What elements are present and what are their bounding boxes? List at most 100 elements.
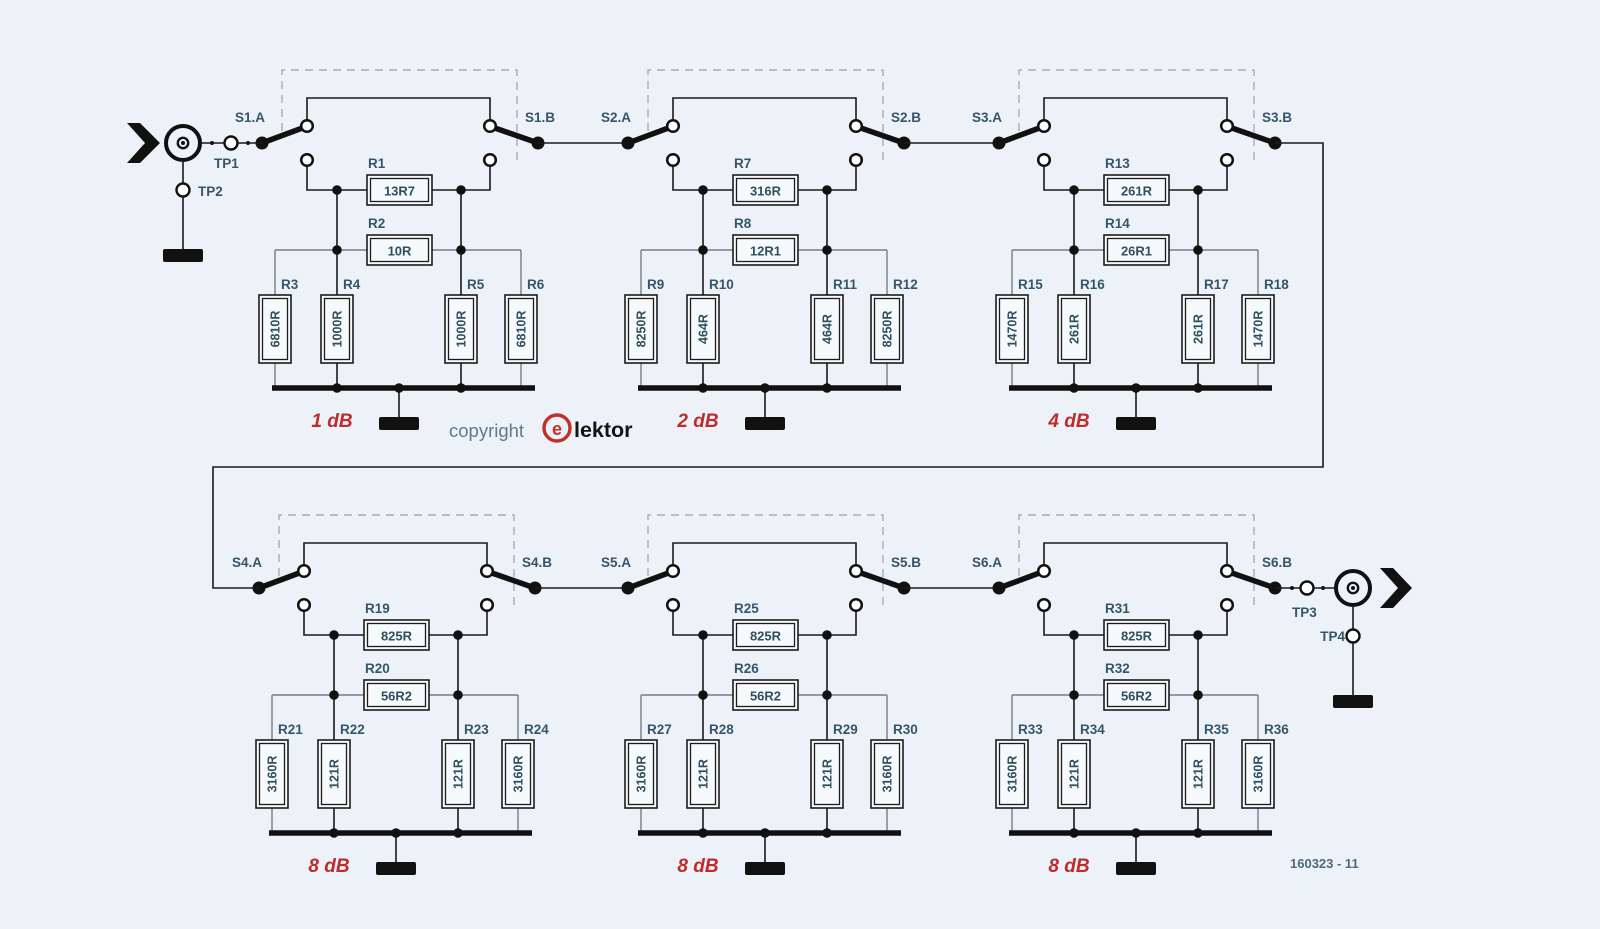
switch-contact <box>482 118 498 134</box>
bypass-wire <box>1043 97 1228 126</box>
tp3-label: TP3 <box>1292 605 1317 620</box>
junction-dot <box>329 828 339 838</box>
switch-gang-dashed-link <box>647 514 884 608</box>
junction-dot <box>391 828 401 838</box>
junction-dot <box>822 383 832 393</box>
resistor-box <box>686 294 720 364</box>
resistor-ref-label: R12 <box>893 277 918 292</box>
switch-contact <box>665 152 681 168</box>
resistor-value: 1000R <box>331 311 345 348</box>
resistor-box-inner <box>873 742 901 806</box>
copyright-group: copyright e lektor <box>449 413 633 443</box>
resistor-box-inner <box>1244 742 1272 806</box>
resistor-box <box>1181 294 1215 364</box>
resistor-box-inner <box>627 297 655 361</box>
resistor-value: 8250R <box>635 311 649 348</box>
resistor-box-inner <box>444 742 472 806</box>
resistor-value: 1000R <box>455 311 469 348</box>
resistor-ref-label: R3 <box>281 277 299 292</box>
junction-dot <box>1131 828 1141 838</box>
switch-label: S6.A <box>972 555 1002 570</box>
resistor-box <box>995 739 1029 809</box>
resistor-box <box>810 294 844 364</box>
bypass-wire <box>672 542 857 571</box>
resistor-box <box>686 739 720 809</box>
junction-dot <box>760 383 770 393</box>
switch-gang-dashed-link <box>1018 514 1255 608</box>
resistor-value: 464R <box>697 314 711 344</box>
switch-label: S2.B <box>891 110 921 125</box>
junction-dot <box>1069 185 1079 195</box>
row-interconnect-wire <box>212 142 1324 589</box>
test-point-tp2 <box>175 182 191 198</box>
bypass-wire <box>672 97 857 126</box>
resistor-value: 121R <box>328 759 342 789</box>
junction-dot <box>1193 245 1203 255</box>
resistor-box <box>501 739 535 809</box>
junction-dot <box>822 690 832 700</box>
junction-dot <box>822 245 832 255</box>
switch-contact <box>1219 152 1235 168</box>
output-bnc-pin <box>1346 581 1360 595</box>
resistor-value: 121R <box>1192 759 1206 789</box>
switch-arm <box>486 569 538 591</box>
ground-symbol <box>745 862 785 875</box>
attenuation-label: 8 dB <box>677 856 718 877</box>
junction-dot <box>992 136 1006 150</box>
wire <box>1169 605 1228 636</box>
resistor-box-inner <box>813 297 841 361</box>
resistor-value: 261R <box>1068 314 1082 344</box>
resistor-ref-label: R4 <box>343 277 361 292</box>
resistor-value: 6810R <box>269 311 283 348</box>
junction-dot <box>621 581 635 595</box>
resistor-box-inner <box>1106 682 1167 708</box>
junction-dot <box>760 828 770 838</box>
switch-contact <box>1219 597 1235 613</box>
bypass-wire <box>303 542 488 571</box>
resistor-ref-label: R36 <box>1264 722 1289 737</box>
wire <box>1043 160 1104 191</box>
resistor-value: 1470R <box>1252 311 1266 348</box>
resistor-box <box>1103 619 1170 651</box>
resistor-box-inner <box>1060 742 1088 806</box>
resistor-ref-label: R1 <box>368 156 386 171</box>
resistor-box-inner <box>1106 622 1167 648</box>
resistor-box-inner <box>689 742 717 806</box>
resistor-box-inner <box>507 297 535 361</box>
resistor-ref-label: R31 <box>1105 601 1130 616</box>
junction-dot <box>822 185 832 195</box>
resistor-value: 825R <box>750 629 782 644</box>
switch-arm <box>259 124 308 146</box>
junction-dot <box>621 136 635 150</box>
switch-contact <box>296 597 312 613</box>
resistor-box <box>444 294 478 364</box>
resistor-box-inner <box>366 622 427 648</box>
resistor-value: 121R <box>1068 759 1082 789</box>
junction-dot <box>1193 690 1203 700</box>
ground-symbol <box>1116 417 1156 430</box>
resistor-box-inner <box>998 742 1026 806</box>
resistor-box <box>1181 739 1215 809</box>
junction-dot <box>332 245 342 255</box>
switch-gang-dashed-link <box>278 514 515 608</box>
junction-dot <box>329 690 339 700</box>
tp1-label: TP1 <box>214 156 239 171</box>
resistor-box <box>732 174 799 206</box>
junction-dot <box>453 690 463 700</box>
junction-dot <box>822 630 832 640</box>
bypass-wire <box>1043 542 1228 571</box>
resistor-value: 121R <box>452 759 466 789</box>
resistor-box-inner <box>369 237 430 263</box>
resistor-value: 121R <box>697 759 711 789</box>
resistor-box-inner <box>689 297 717 361</box>
stage-layer: R113R7R210RR36810RR41000RR51000RR66810RS… <box>232 69 1292 877</box>
switch-contact <box>1036 152 1052 168</box>
resistor-ref-label: R2 <box>368 216 385 231</box>
resistor-value: 3160R <box>266 756 280 793</box>
junction-dot <box>394 383 404 393</box>
switch-contact <box>1036 597 1052 613</box>
junction-dot <box>456 245 466 255</box>
switch-arm <box>1226 569 1278 591</box>
switch-gang-dashed-link <box>1018 69 1255 163</box>
